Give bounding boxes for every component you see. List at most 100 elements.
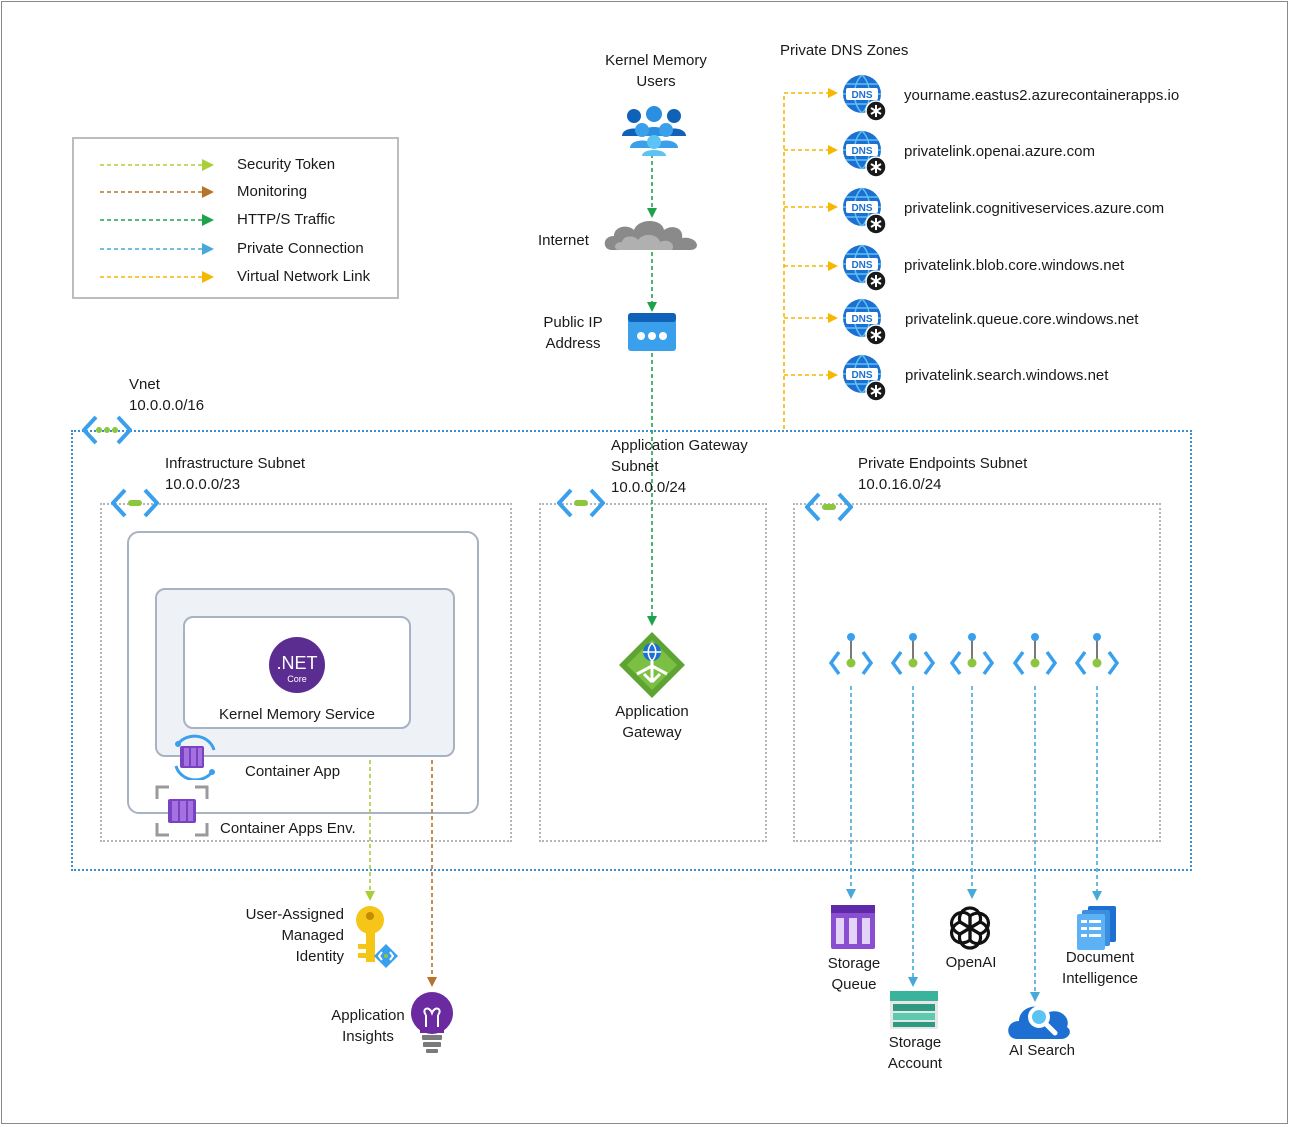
public-ip-label: Public IP Address [528,312,618,354]
vnet-name: Vnet [129,376,160,393]
private-endpoint-icon-document-intelligence [1074,633,1120,676]
private-endpoints-subnet-boundary [793,503,1161,842]
legend-line-vnet-link [100,271,214,283]
document-intelligence-icon [1077,906,1116,950]
application-gateway-label-line2: Gateway [622,724,682,741]
storage-queue-line1: Storage [827,955,881,972]
ai-search-label: AI Search [1009,1042,1075,1059]
document-intelligence-label: Document Intelligence [1050,947,1150,989]
users-label-line1: Kernel Memory [605,52,707,69]
dns-zone-icon: DNS [843,130,887,178]
dns-zone-label: privatelink.blob.core.windows.net [904,257,1125,274]
dotnet-badge-subtext: Core [287,674,307,684]
infrastructure-subnet-boundary [100,503,512,842]
users-icon [622,106,686,156]
internet-label: Internet [538,232,589,249]
openai-label: OpenAI [945,954,997,971]
managed-identity-line3: Identity [295,948,344,965]
public-ip-icon [628,313,676,351]
container-app-label: Container App [245,763,341,780]
dns-zone-icon: DNS [843,354,887,402]
legend-line-private-connection [100,243,214,255]
app-gateway-subnet-name-line2: Subnet [611,458,659,475]
subnet-icon [557,488,605,518]
storage-account-line1: Storage [888,1034,942,1051]
dns-badge-text: DNS [851,370,872,381]
app-insights-line1: Application [331,1007,405,1024]
private-endpoint-icon-storage-queue [828,633,874,676]
legend-label: Monitoring [237,183,308,200]
legend-line-monitoring [100,186,214,198]
subnet-icon [805,492,853,522]
ai-search-icon [1008,1006,1070,1039]
legend-label: Private Connection [237,240,364,257]
infrastructure-subnet-cidr: 10.0.0.0/23 [165,476,241,493]
dns-badge-text: DNS [851,203,872,214]
dns-zone-icon: DNS [843,187,887,235]
legend-label: HTTP/S Traffic [237,211,336,228]
infrastructure-subnet-name: Infrastructure Subnet [165,455,306,472]
private-endpoint-icon-ai-search [1012,633,1058,676]
document-intelligence-line1: Document [1065,949,1135,966]
legend-row-monitoring: Monitoring [74,182,394,202]
dns-badge-text: DNS [851,260,872,271]
vnet-label: Vnet 10.0.0.0/16 [129,374,204,416]
kernel-memory-service-label: Kernel Memory Service [219,706,375,723]
private-endpoint-icon-openai [949,633,995,676]
private-endpoint-icon-storage-account [890,633,936,676]
legend-label: Security Token [237,156,336,173]
storage-queue-icon [831,905,875,949]
openai-icon [949,906,991,950]
legend-row-security-token: Security Token [74,155,394,175]
dns-zone-label: privatelink.openai.azure.com [904,143,1095,160]
app-insights-line2: Insights [342,1028,394,1045]
private-endpoints-subnet-name: Private Endpoints Subnet [858,455,1028,472]
legend-row-https: HTTP/S Traffic [74,210,394,230]
application-gateway-label: Application Gateway [592,701,712,743]
dns-zones-title: Private DNS Zones [780,42,909,59]
public-ip-label-line2: Address [545,335,601,352]
application-gateway-icon [619,632,685,698]
container-app-icon [174,734,216,780]
dns-zone-icon: DNS [843,74,887,122]
container-apps-env-label: Container Apps Env. [220,820,356,837]
users-label-line2: Users [636,73,676,90]
dns-badge-text: DNS [851,90,872,101]
storage-account-label: Storage Account [871,1032,959,1074]
dns-badge-text: DNS [851,314,872,325]
private-endpoints-subnet-label: Private Endpoints Subnet 10.0.16.0/24 [858,453,1027,495]
storage-account-icon [890,991,938,1029]
application-gateway-label-line1: Application [615,703,689,720]
legend-row-private-connection: Private Connection [74,239,394,259]
storage-queue-label: Storage Queue [810,953,898,995]
infrastructure-subnet-label: Infrastructure Subnet 10.0.0.0/23 [165,453,305,495]
app-insights-label: Application Insights [322,1005,414,1047]
dns-zone-label: privatelink.search.windows.net [905,367,1109,384]
legend-row-vnet-link: Virtual Network Link [74,267,394,287]
managed-identity-line1: User-Assigned [245,906,344,923]
managed-identity-line2: Managed [281,927,344,944]
dns-zone-icon: DNS [843,244,887,292]
managed-identity-label: User-Assigned Managed Identity [220,904,344,967]
legend: Security Token Monitoring HTTP/S Traffic… [72,137,399,299]
vnet-boundary [71,430,1192,871]
dotnet-core-icon: .NET Core [269,637,325,693]
dns-zone-label: privatelink.queue.core.windows.net [905,311,1139,328]
users-label: Kernel Memory Users [580,50,732,92]
storage-account-line2: Account [887,1055,943,1072]
legend-line-security-token [100,159,214,171]
app-gateway-subnet-boundary [539,503,767,842]
dns-zone-icon: DNS [843,298,887,346]
subnet-icon [111,488,159,518]
legend-line-https [100,214,214,226]
app-gateway-subnet-label: Application Gateway Subnet 10.0.0.0/24 [611,435,748,498]
dotnet-badge-text: .NET [276,653,317,673]
private-endpoints-subnet-cidr: 10.0.16.0/24 [858,476,942,493]
legend-label: Virtual Network Link [237,268,371,285]
app-gateway-subnet-name-line1: Application Gateway [611,437,748,454]
container-apps-env-icon [155,785,209,837]
dns-zone-label: privatelink.cognitiveservices.azure.com [904,200,1165,217]
